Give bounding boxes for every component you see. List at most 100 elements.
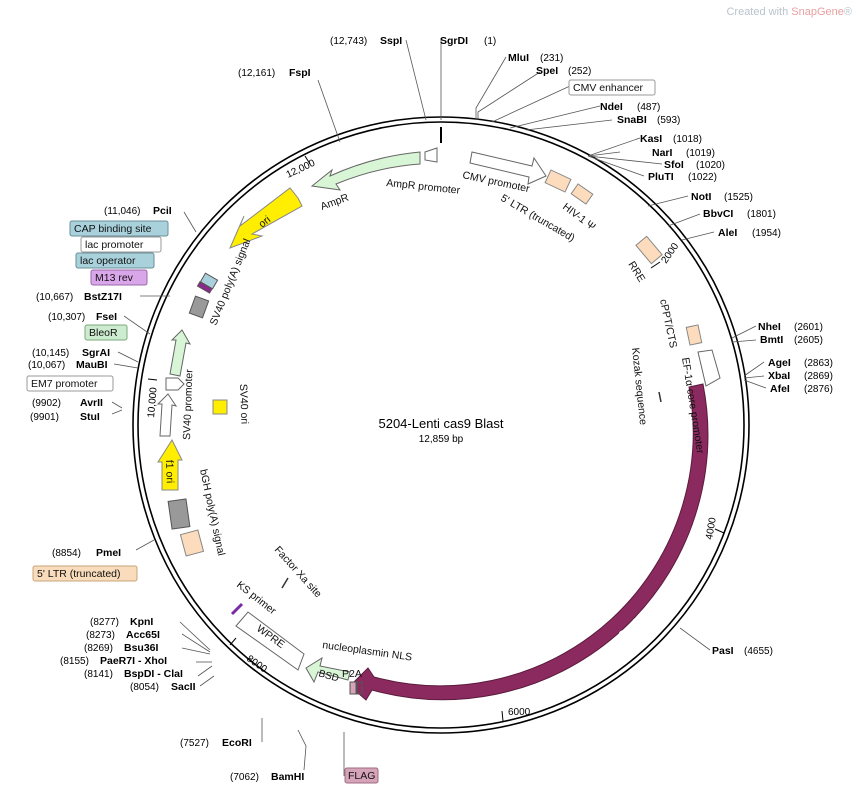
f1-ori-feature [157,438,183,491]
site-enzyme: AvrII [80,397,103,409]
bsd-label: BSD [317,668,340,684]
site-pos: (2605) [794,335,823,346]
site-pos: (1525) [724,192,753,203]
site-pos: (487) [637,102,660,113]
site-enzyme: NarI [652,147,673,159]
site-pos: (12,161) [238,68,275,79]
ampr-promoter-feature [424,147,438,163]
site-pos: (1022) [688,172,717,183]
p2a-label: P2A [342,668,362,680]
bgh-polya-feature [167,498,191,530]
site-pos: (9901) [30,412,59,423]
site-enzyme: NotI [691,191,711,203]
watermark-brand: SnapGene [791,6,844,18]
site-labels: SgrDI (1) (12,743) SspI MluI (231) SpeI … [28,35,833,783]
site-pos: (1018) [673,134,702,145]
ef1a-promoter-feature [697,349,721,387]
site-pos: (10,067) [28,360,65,371]
lac-promoter-box: lac promoter [85,239,144,251]
site-pos: (1019) [686,148,715,159]
site-pos: (10,145) [32,348,69,359]
site-enzyme: KpnI [130,616,153,628]
site-pos: (8273) [86,630,115,641]
snapgene-watermark: Created with SnapGene® [726,6,852,18]
cppt-feature [685,324,703,346]
tick-10000: 10,000 [146,386,160,418]
plasmid-size: 12,859 bp [419,434,464,445]
site-enzyme: AleI [718,227,737,239]
site-enzyme: KasI [640,133,662,145]
site-pos: (1801) [747,209,776,220]
rre-label: RRE [625,259,647,284]
site-enzyme: BbvCI [703,208,733,220]
kozak-label: Kozak sequence [629,347,649,426]
site-pos: (9902) [32,398,61,409]
bleor-box: BleoR [89,327,118,339]
site-enzyme: PasI [712,645,734,657]
site-pos: (231) [540,53,563,64]
site-enzyme: SgrAI [82,347,110,359]
hiv-psi-feature [570,183,594,205]
site-enzyme: StuI [80,411,100,423]
site-enzyme: NdeI [600,101,623,113]
leader-lines [111,38,767,776]
cmv-enhancer-box: CMV enhancer [573,82,644,94]
site-pos: (2869) [804,371,833,382]
site-enzyme: SacII [171,681,196,693]
site-pos: (252) [568,66,591,77]
bleor-feature [169,329,192,377]
ampr-label: AmpR [319,191,351,212]
site-pos: (8141) [84,669,113,680]
cppt-label: cPPT/CTS [657,298,679,349]
ori-label: ori [256,214,273,231]
site-pos: (1020) [696,160,725,171]
sv40-polya-feature [188,295,210,319]
site-enzyme: AgeI [768,357,791,369]
site-pos: (4655) [744,646,773,657]
site-enzyme: Acc65I [126,629,160,641]
site-enzyme: PluTI [648,171,674,183]
site-pos: (593) [657,115,680,126]
site-enzyme: PmeI [96,547,121,559]
site-pos: (1954) [752,228,781,239]
sv40-promoter-feature [156,393,178,437]
site-enzyme: SnaBI [617,114,647,126]
site-pos: (11,046) [104,206,141,217]
site-pos: (8054) [130,682,159,693]
cmv-promoter-feature [469,151,547,185]
site-enzyme: MauBI [76,359,108,371]
f1-ori-label: f1 ori [163,460,176,484]
site-enzyme: SfoI [664,159,684,171]
plasmid-name: 5204-Lenti cas9 Blast [378,416,503,431]
bsd-feature [305,656,351,684]
rre-feature [635,235,663,265]
cap-binding-box: CAP binding site [74,223,152,235]
tick-2000: 2000 [659,241,681,266]
flag-box: FLAG [348,770,375,782]
site-enzyme: PaeR7I - XhoI [100,655,167,667]
site-pos: (10,667) [36,292,73,303]
site-enzyme: BmtI [760,334,783,346]
em7-feature [165,377,185,391]
m13-rev-box: M13 rev [95,272,134,284]
site-enzyme: AfeI [770,383,790,395]
wpre-feature [235,611,305,671]
site-pos: (10,307) [48,312,85,323]
site-enzyme: FspI [289,67,311,79]
factor-xa-label: Factor Xa site [272,544,324,600]
site-enzyme: Bsu36I [124,642,159,654]
site-enzyme: PciI [153,205,172,217]
ltr-label: 5' LTR (truncated) [499,192,577,244]
ltr-feature [544,169,572,193]
site-pos: (8269) [84,643,113,654]
site-enzyme: BamHI [271,771,304,783]
site-enzyme: FseI [96,311,117,323]
site-enzyme: BstZ17I [84,291,122,303]
site-enzyme: EcoRI [222,737,252,749]
ampr-feature [310,151,421,191]
site-enzyme: SpeI [536,65,558,77]
ampr-promoter-label: AmpR promoter [386,177,461,197]
site-pos: (12,743) [330,36,367,47]
ori-feature [229,187,303,249]
boxed-labels: CMV enhancer CAP binding site lac promot… [26,79,656,784]
